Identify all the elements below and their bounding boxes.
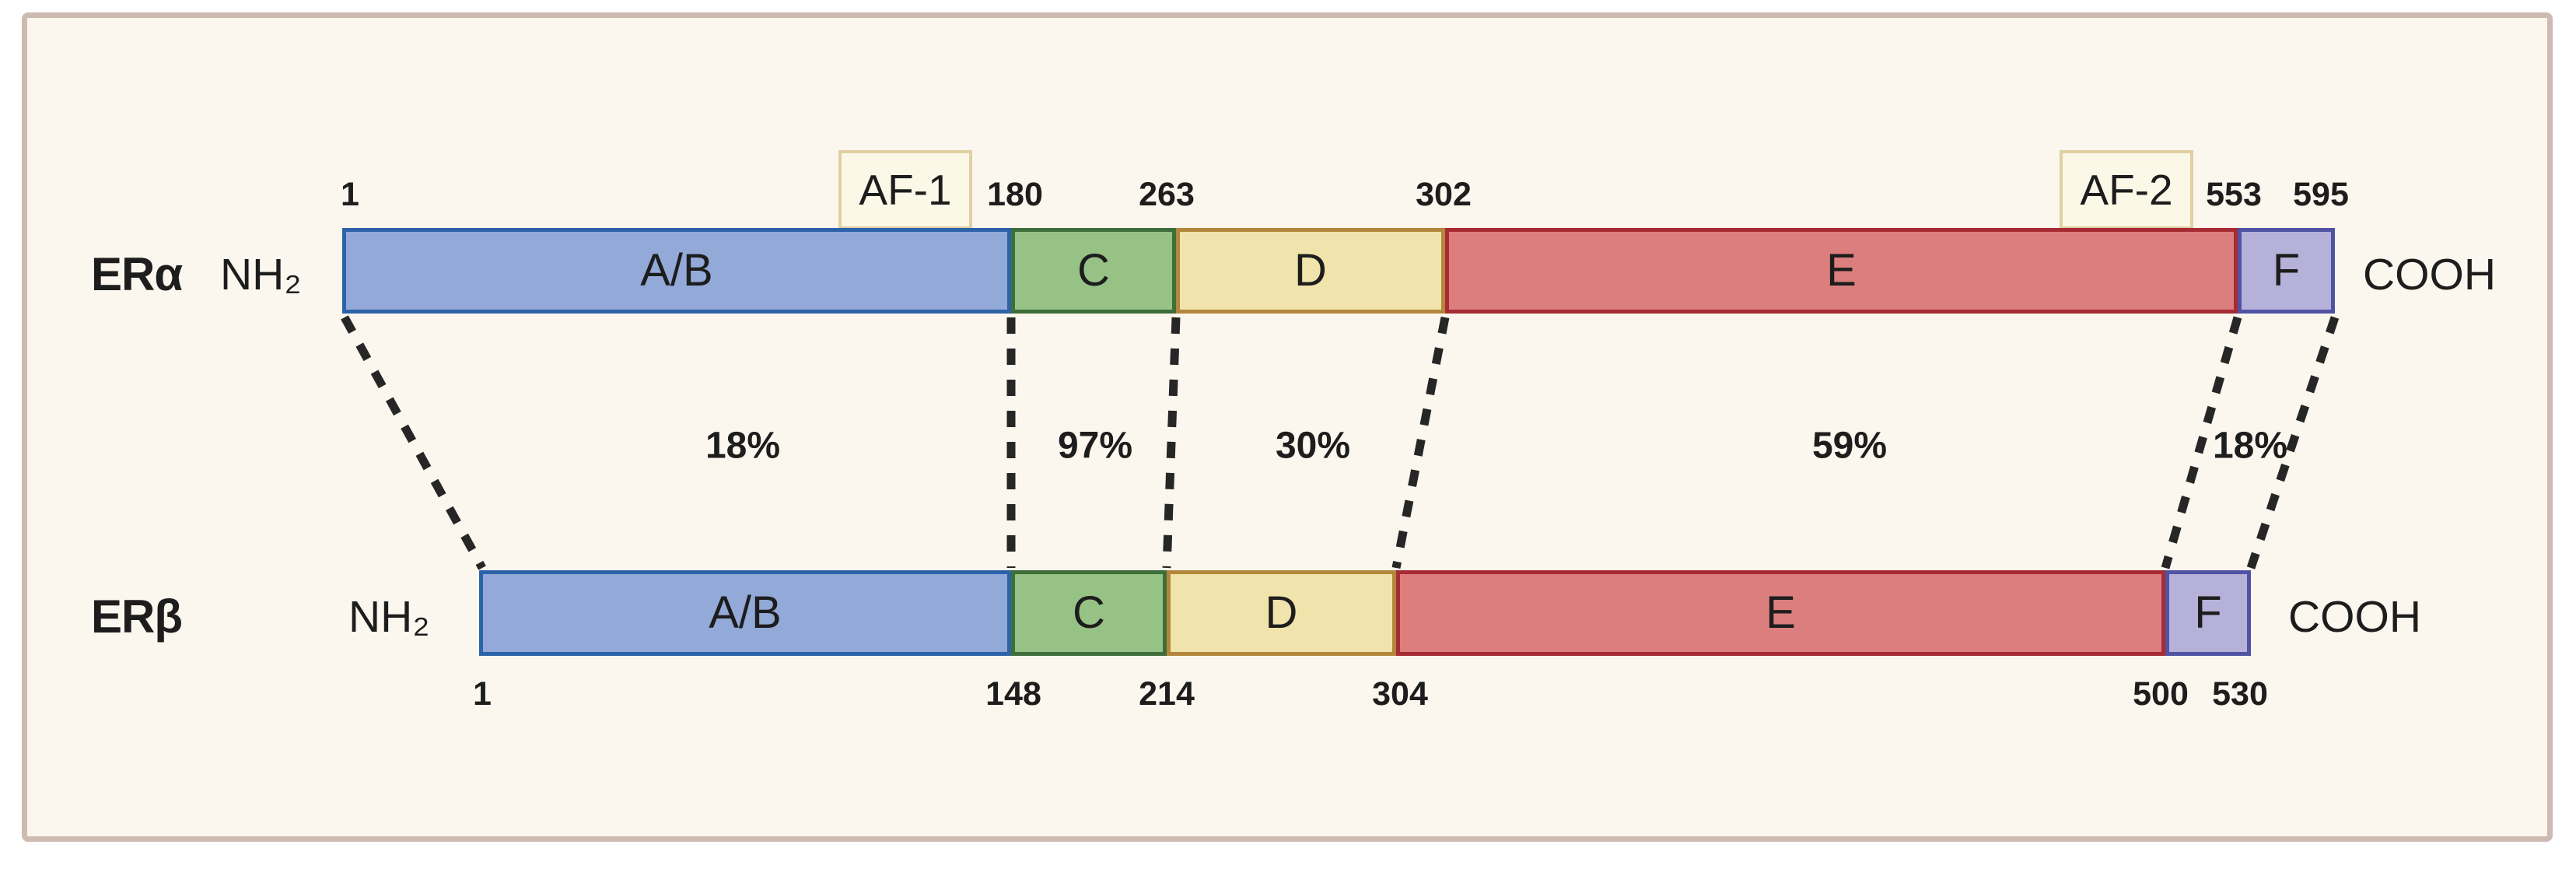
af2-label: AF-2 bbox=[2080, 166, 2173, 214]
er-alpha-domain-bar: A/B C D E F bbox=[342, 228, 2335, 314]
domain-e-label: E bbox=[1766, 587, 1796, 638]
position-label: 214 bbox=[1139, 675, 1195, 713]
domain-c: C bbox=[1011, 570, 1167, 656]
domain-e: E bbox=[1396, 570, 2165, 656]
homology-percent-c: 97% bbox=[1057, 425, 1133, 467]
domain-f: F bbox=[2238, 228, 2335, 314]
row-label-er-beta: ERβ bbox=[91, 590, 183, 643]
domain-f-label: F bbox=[2194, 587, 2222, 638]
homology-percent-e: 59% bbox=[1811, 425, 1888, 467]
n-terminus-label-er-alpha: NH₂ bbox=[220, 250, 302, 300]
domain-f: F bbox=[2165, 570, 2251, 656]
domain-ab: A/B bbox=[479, 570, 1011, 656]
c-terminus-label-er-alpha: COOH bbox=[2363, 250, 2496, 300]
homology-percent-f: 18% bbox=[2212, 425, 2288, 467]
er-beta-domain-bar: A/B C D E F bbox=[479, 570, 2251, 656]
domain-c-label: C bbox=[1077, 245, 1110, 296]
homology-percent-ab: 18% bbox=[705, 425, 781, 467]
domain-f-label: F bbox=[2272, 245, 2301, 296]
position-label: 263 bbox=[1139, 176, 1195, 213]
domain-d-label: D bbox=[1265, 587, 1298, 638]
position-label: 180 bbox=[987, 176, 1043, 213]
domain-ab: A/B bbox=[342, 228, 1011, 314]
n-terminus-label-er-beta: NH₂ bbox=[348, 592, 430, 642]
domain-c: C bbox=[1011, 228, 1176, 314]
af1-label: AF-1 bbox=[859, 166, 952, 214]
domain-d: D bbox=[1167, 570, 1396, 656]
domain-e-label: E bbox=[1826, 245, 1857, 296]
domain-e: E bbox=[1445, 228, 2238, 314]
af1-annotation-box: AF-1 bbox=[838, 150, 972, 230]
position-label: 302 bbox=[1416, 176, 1472, 213]
position-label: 1 bbox=[341, 176, 359, 213]
position-label: 304 bbox=[1372, 675, 1428, 713]
position-label: 500 bbox=[2133, 675, 2189, 713]
domain-d-label: D bbox=[1294, 245, 1327, 296]
position-label: 1 bbox=[473, 675, 492, 713]
position-label: 553 bbox=[2206, 176, 2262, 213]
af2-annotation-box: AF-2 bbox=[2060, 150, 2193, 230]
domain-c-label: C bbox=[1073, 587, 1105, 638]
homology-percent-d: 30% bbox=[1275, 425, 1351, 467]
domain-ab-label: A/B bbox=[709, 587, 782, 638]
row-label-er-alpha: ERα bbox=[91, 248, 183, 300]
position-label: 148 bbox=[985, 675, 1041, 713]
domain-d: D bbox=[1176, 228, 1445, 314]
position-label: 530 bbox=[2212, 675, 2268, 713]
position-label: 595 bbox=[2293, 176, 2349, 213]
domain-ab-label: A/B bbox=[640, 245, 713, 296]
c-terminus-label-er-beta: COOH bbox=[2288, 592, 2421, 642]
